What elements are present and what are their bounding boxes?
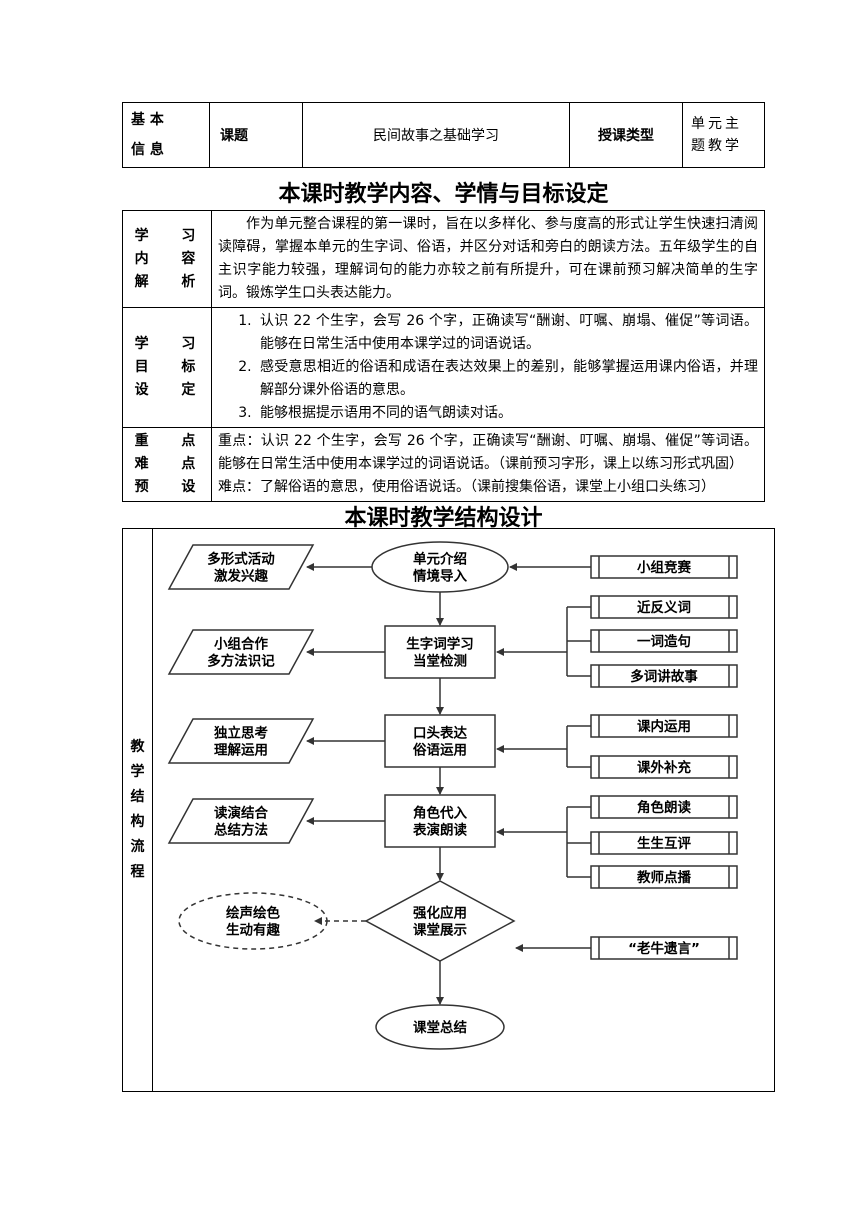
analysis-label: 学 习 内 容 解 析 (122, 210, 212, 308)
content-table: 学 习 内 容 解 析 作为单元整合课程的第一课时，旨在以多样化、参与度高的形式… (122, 210, 765, 502)
flow-activity-label: 生生互评 (637, 835, 691, 852)
flow-step-label: 单元介绍 (413, 551, 467, 568)
flow-method-label: 激发兴趣 (214, 568, 268, 585)
flow-step-box (384, 794, 496, 848)
analysis-label-line: 学 习 (134, 227, 210, 244)
key-label-line: 预 设 (134, 479, 210, 495)
goals-label-line: 目 标 (134, 359, 210, 375)
course-type-label: 授课类型 (569, 102, 683, 168)
flowchart-side-text: 教学结构流程 (130, 739, 145, 880)
basic-info-label-line2: 信 息 (131, 142, 164, 158)
flowchart-box: 教学结构流程 单元介绍情境导入生字词学习当堂检测口头表达俗语运用角色代入表演朗读… (122, 528, 775, 1092)
section-title-structure: 本课时教学结构设计 (344, 506, 543, 531)
flow-step-label: 口头表达 (413, 725, 467, 742)
flow-method-label: 多方法识记 (207, 653, 275, 670)
flow-method-label: 读演结合 (214, 805, 268, 822)
basic-info-label-line1: 基 本 (131, 112, 164, 128)
difficulty-text: 难点：了解俗语的意思，使用俗语说话。（课前搜集俗语，课堂上小组口头练习） (218, 479, 715, 495)
flow-activity-label: 课外补充 (637, 759, 691, 776)
analysis-text: 作为单元整合课程的第一课时，旨在以多样化、参与度高的形式让学生快速扫清阅读障碍，… (211, 210, 765, 308)
flow-step-label: 表演朗读 (413, 822, 467, 839)
key-points-cell: 重点：认识 22 个生字，会写 26 个字，正确读写“酬谢、叮嘱、崩塌、催促”等… (211, 427, 765, 502)
flow-method-parallelogram (167, 544, 315, 590)
flow-method-label: 多形式活动 (207, 551, 275, 568)
flow-method-parallelogram (167, 798, 315, 844)
flow-method-parallelogram (167, 718, 315, 764)
flow-activity-label: 课内运用 (637, 718, 691, 735)
analysis-label-line: 解 析 (134, 273, 210, 290)
key-label-line: 难 点 (134, 456, 210, 472)
section-title-content: 本课时教学内容、学情与目标设定 (278, 182, 609, 207)
flow-method-label: 绘声绘色 (226, 905, 280, 922)
flow-step-label: 课堂总结 (413, 1019, 467, 1036)
goals-label-line: 设 定 (134, 382, 210, 398)
flow-method-label: 总结方法 (214, 822, 268, 839)
flow-step-label: 当堂检测 (413, 653, 467, 670)
flow-step-label: 生字词学习 (406, 636, 474, 653)
flow-method-label: 理解运用 (214, 742, 268, 759)
flow-activity-label: 小组竞赛 (637, 559, 691, 576)
flowchart-diagram: 单元介绍情境导入生字词学习当堂检测口头表达俗语运用角色代入表演朗读强化应用课堂展… (167, 541, 738, 1050)
flow-method-label: 生动有趣 (226, 922, 280, 939)
flow-activity-label: “老牛遗言” (628, 940, 700, 957)
key-label-line: 重 点 (134, 433, 210, 449)
basic-info-table: 基 本 信 息 课题 民间故事之基础学习 授课类型 单元主题教学 (122, 102, 765, 168)
flow-step-label: 强化应用 (413, 905, 467, 922)
flow-activity-label: 近反义词 (637, 599, 691, 616)
goals-list: 认识 22 个生字，会写 26 个字，正确读写“酬谢、叮嘱、崩塌、催促”等词语。… (218, 310, 758, 425)
flow-step-label: 俗语运用 (412, 742, 467, 759)
topic-label: 课题 (209, 102, 303, 168)
flow-activity-label: 多词讲故事 (630, 668, 698, 685)
flow-activity-label: 教师点播 (637, 869, 691, 886)
key-points-label: 重 点 难 点 预 设 (122, 427, 212, 502)
flow-step-label: 情境导入 (413, 568, 467, 585)
goals-label-line: 学 习 (134, 336, 210, 352)
basic-info-label: 基 本 信 息 (122, 102, 210, 168)
goals-list-cell: 认识 22 个生字，会写 26 个字，正确读写“酬谢、叮嘱、崩塌、催促”等词语。… (211, 307, 765, 428)
course-type-value: 单元主题教学 (682, 102, 765, 168)
goal-item: 能够根据提示语用不同的语气朗读对话。 (256, 402, 758, 425)
goal-item: 认识 22 个生字，会写 26 个字，正确读写“酬谢、叮嘱、崩塌、催促”等词语。… (256, 310, 758, 356)
flow-activity-label: 一词造句 (637, 633, 691, 650)
topic-value: 民间故事之基础学习 (302, 102, 570, 168)
analysis-label-line: 内 容 (134, 250, 210, 267)
flow-step-label: 课堂展示 (413, 922, 467, 939)
goal-item: 感受意思相近的俗语和成语在表达效果上的差别，能够掌握运用课内俗语，并理解部分课外… (256, 356, 758, 402)
flow-step-label: 角色代入 (413, 805, 467, 822)
flow-method-label: 独立思考 (214, 725, 268, 742)
key-point-text: 重点：认识 22 个生字，会写 26 个字，正确读写“酬谢、叮嘱、崩塌、催促”等… (218, 433, 758, 472)
flow-step-ellipse (375, 1004, 505, 1050)
flow-method-label: 小组合作 (214, 636, 268, 653)
flow-activity-label: 角色朗读 (637, 799, 691, 816)
flowchart-side-label: 教学结构流程 (123, 529, 153, 1091)
goals-label: 学 习 目 标 设 定 (122, 307, 212, 428)
flow-method-parallelogram (167, 629, 315, 675)
